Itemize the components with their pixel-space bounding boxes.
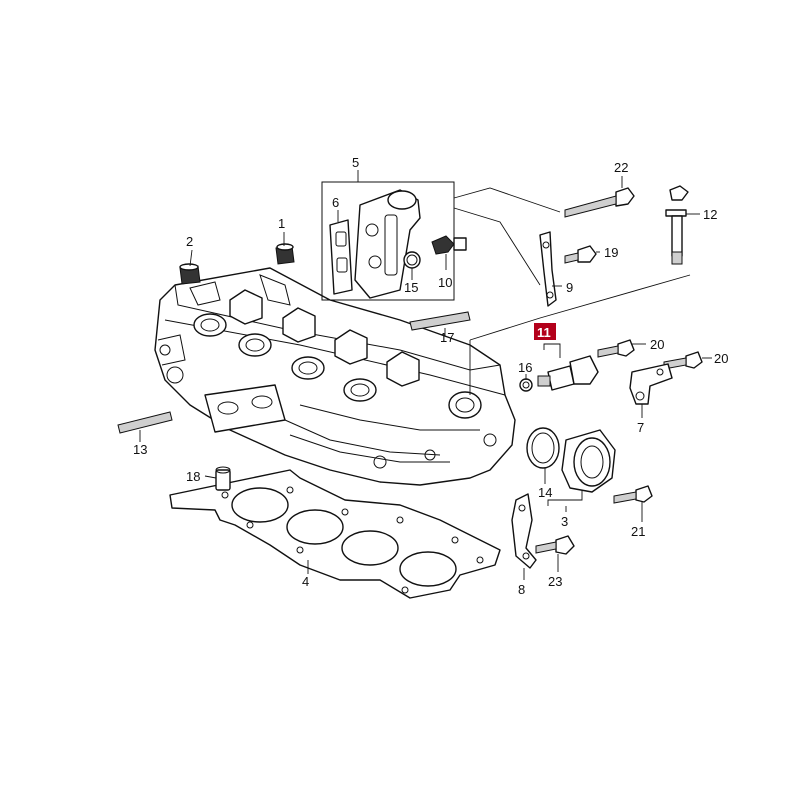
bracket-7 xyxy=(629,363,673,405)
callout-6: 6 xyxy=(332,195,339,210)
leader-lines xyxy=(139,170,712,580)
callout-9: 9 xyxy=(566,280,573,295)
sensor-11 xyxy=(519,355,599,392)
bolt-21 xyxy=(613,485,653,504)
callout-13: 13 xyxy=(133,442,147,457)
bolt-22 xyxy=(564,187,635,218)
callout-18: 18 xyxy=(186,469,200,484)
stud-13 xyxy=(117,411,173,434)
cylinder-head xyxy=(154,267,516,486)
cap-2 xyxy=(179,263,201,285)
callout-10: 10 xyxy=(438,275,452,290)
o-ring-14 xyxy=(526,427,560,469)
callout-8: 8 xyxy=(518,582,525,597)
callout-20-b: 20 xyxy=(714,351,728,366)
stud-17 xyxy=(409,311,471,331)
callout-17: 17 xyxy=(440,330,454,345)
bolt-20-a xyxy=(597,339,635,358)
callout-7: 7 xyxy=(637,420,644,435)
callout-19: 19 xyxy=(604,245,618,260)
callout-23: 23 xyxy=(548,574,562,589)
callout-labels: 1 2 3 4 5 6 7 8 9 10 11 12 13 14 15 16 1… xyxy=(133,155,728,597)
cap-1 xyxy=(275,243,295,265)
callout-20-a: 20 xyxy=(650,337,664,352)
callout-12: 12 xyxy=(703,207,717,222)
callout-15: 15 xyxy=(404,280,418,295)
callout-5: 5 xyxy=(352,155,359,170)
bolt-12 xyxy=(665,185,689,265)
bracket-8 xyxy=(511,493,537,569)
bolt-23 xyxy=(535,535,575,555)
dowel-18 xyxy=(215,466,231,491)
water-outlet-3 xyxy=(561,429,616,493)
head-gasket xyxy=(169,469,501,599)
callout-11: 11 xyxy=(537,325,551,340)
callout-3: 3 xyxy=(561,514,568,529)
callout-14: 14 xyxy=(538,485,552,500)
bracket-9 xyxy=(539,231,557,307)
callout-11-highlight xyxy=(534,323,556,340)
callout-22: 22 xyxy=(614,160,628,175)
spool-valve-group xyxy=(321,181,561,301)
bolt-19 xyxy=(564,245,597,264)
callout-21: 21 xyxy=(631,524,645,539)
bolt-20-b xyxy=(663,351,703,370)
callout-16: 16 xyxy=(518,360,532,375)
callout-1: 1 xyxy=(278,216,285,231)
callout-2: 2 xyxy=(186,234,193,249)
callout-4: 4 xyxy=(302,574,309,589)
